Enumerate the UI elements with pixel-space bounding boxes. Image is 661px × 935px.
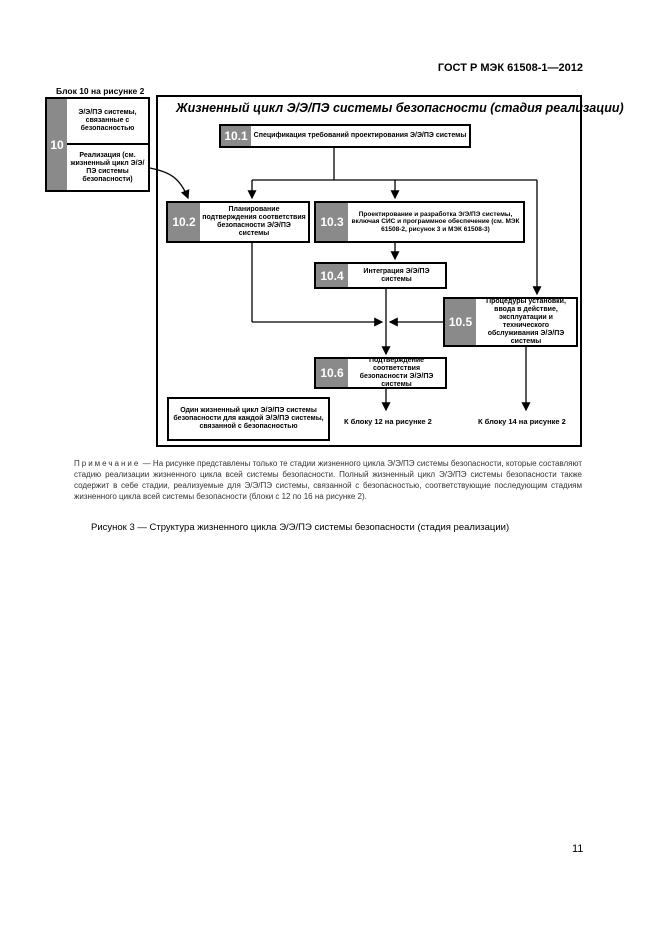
- lifecycle-frame: [156, 95, 582, 447]
- block10-bottom-text: Реализация (см. жизненный цикл Э/Э/ПЭ си…: [70, 151, 145, 183]
- frame-title: Жизненный цикл Э/Э/ПЭ системы безопаснос…: [176, 101, 624, 115]
- stage-10-2-text: Планирование подтверждения соответствия …: [202, 206, 306, 237]
- stage-10-5: 10.5 Процедуры установки, ввода в действ…: [443, 297, 578, 347]
- block10-box: 10 Э/Э/ПЭ системы, связанные с безопасно…: [45, 97, 150, 192]
- stage-10-1: 10.1 Спецификация требований проектирова…: [219, 124, 471, 148]
- lifecycle-legend-text: Один жизненный цикл Э/Э/ПЭ системы безоп…: [173, 407, 324, 430]
- standard-header: ГОСТ Р МЭК 61508-1—2012: [437, 62, 583, 74]
- stage-10-4: 10.4 Интеграция Э/Э/ПЭ системы: [314, 262, 447, 289]
- stage-10-6-text: Подтверждение соответствия безопасности …: [359, 357, 434, 388]
- page-number: 11: [572, 843, 584, 855]
- note-label: Примечание: [74, 459, 141, 468]
- stage-10-2: 10.2 Планирование подтверждения соответс…: [166, 201, 310, 243]
- stage-10-4-number: 10.4: [316, 264, 348, 287]
- note-text: — На рисунке представлены только те стад…: [74, 459, 582, 501]
- block10-caption: Блок 10 на рисунке 2: [56, 86, 145, 96]
- stage-10-6: 10.6 Подтверждение соответствия безопасн…: [314, 357, 447, 389]
- output-to-block12: К блоку 12 на рисунке 2: [344, 417, 432, 426]
- figure-note: Примечание — На рисунке представлены тол…: [74, 458, 582, 502]
- stage-10-5-text: Процедуры установки, ввода в действие, э…: [486, 298, 566, 345]
- stage-10-6-number: 10.6: [316, 359, 348, 387]
- block10-top-text: Э/Э/ПЭ системы, связанные с безопасность…: [67, 99, 148, 145]
- block10-number: 10: [47, 99, 67, 190]
- stage-10-1-text: Спецификация требований проектирования Э…: [253, 132, 467, 139]
- stage-10-4-text: Интеграция Э/Э/ПЭ системы: [363, 267, 430, 283]
- stage-10-1-number: 10.1: [221, 126, 251, 146]
- stage-10-3-text: Проектирование и разработка Э/Э/ПЭ систе…: [351, 210, 520, 233]
- figure-caption: Рисунок 3 — Структура жизненного цикла Э…: [91, 522, 510, 533]
- stage-10-5-number: 10.5: [445, 299, 476, 345]
- stage-10-3-number: 10.3: [316, 203, 348, 241]
- lifecycle-legend-box: Один жизненный цикл Э/Э/ПЭ системы безоп…: [167, 397, 330, 441]
- stage-10-2-number: 10.2: [168, 203, 200, 241]
- stage-10-3: 10.3 Проектирование и разработка Э/Э/ПЭ …: [314, 201, 525, 243]
- output-to-block14: К блоку 14 на рисунке 2: [478, 417, 566, 426]
